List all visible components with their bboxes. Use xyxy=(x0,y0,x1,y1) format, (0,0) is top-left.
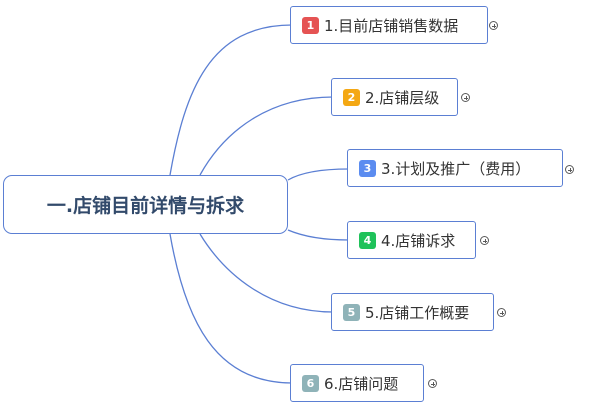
priority-badge-4: 4 xyxy=(359,231,376,249)
expand-icon-1[interactable] xyxy=(489,21,498,30)
branch-topic-label: 6.店铺问题 xyxy=(324,374,399,393)
priority-badge-2: 2 xyxy=(343,88,360,106)
priority-badge-3: 3 xyxy=(359,159,376,177)
branch-topic-label: 1.目前店铺销售数据 xyxy=(324,16,459,35)
branch-topic-6[interactable]: 6 6.店铺问题 xyxy=(290,364,424,402)
connector-6 xyxy=(169,233,293,384)
branch-topic-label: 2.店铺层级 xyxy=(365,88,440,107)
branch-topic-4[interactable]: 4 4.店铺诉求 xyxy=(347,221,476,259)
priority-badge-1: 1 xyxy=(302,16,319,34)
connector-3 xyxy=(287,168,350,181)
branch-topic-label: 3.计划及推广（费用） xyxy=(381,159,531,178)
connector-5 xyxy=(199,233,334,313)
branch-topic-2[interactable]: 2 2.店铺层级 xyxy=(331,78,458,116)
expand-icon-6[interactable] xyxy=(428,379,437,388)
expand-icon-2[interactable] xyxy=(461,93,470,102)
connector-2 xyxy=(199,96,334,176)
branch-topic-label: 5.店铺工作概要 xyxy=(365,303,470,322)
expand-icon-4[interactable] xyxy=(480,236,489,245)
root-topic[interactable]: 一.店铺目前详情与拆求 xyxy=(3,175,288,234)
connector-4 xyxy=(287,229,350,241)
branch-topic-5[interactable]: 5 5.店铺工作概要 xyxy=(331,293,494,331)
priority-badge-6: 6 xyxy=(302,374,319,392)
branch-topic-3[interactable]: 3 3.计划及推广（费用） xyxy=(347,149,563,187)
root-topic-label: 一.店铺目前详情与拆求 xyxy=(46,195,245,217)
expand-icon-5[interactable] xyxy=(497,308,506,317)
branch-topic-1[interactable]: 1 1.目前店铺销售数据 xyxy=(290,6,488,44)
connector-1 xyxy=(169,24,293,176)
priority-badge-5: 5 xyxy=(343,303,360,321)
expand-icon-3[interactable] xyxy=(565,165,574,174)
branch-topic-label: 4.店铺诉求 xyxy=(381,231,456,250)
